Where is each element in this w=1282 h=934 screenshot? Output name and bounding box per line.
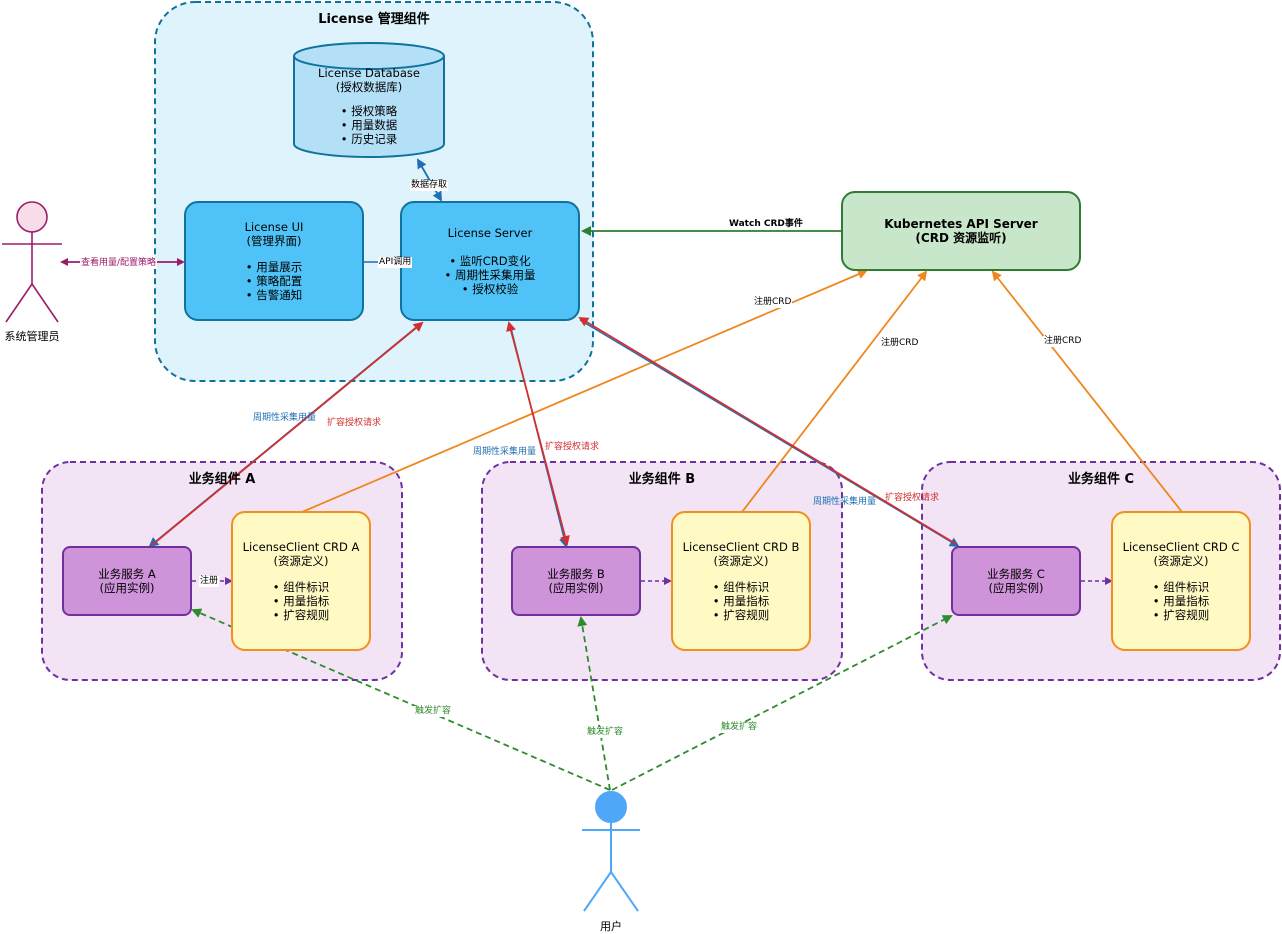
crd-c-item: 用量指标 xyxy=(1153,594,1209,608)
license-server-node[interactable]: License Server 监听CRD变化 周期性采集用量 授权校验 xyxy=(400,201,580,321)
k8s-subtitle: (CRD 资源监听) xyxy=(915,231,1007,245)
crd-c-node[interactable]: LicenseClient CRD C (资源定义) 组件标识 用量指标 扩容规… xyxy=(1111,511,1251,651)
edge-label-register-crd-a: 注册CRD xyxy=(753,297,793,308)
edge-label-trigger-b: 触发扩容 xyxy=(586,727,625,738)
service-b-subtitle: (应用实例) xyxy=(548,581,604,595)
edge-label-collect-a: 周期性采集用量 xyxy=(253,413,317,423)
edge-label-trigger-a: 触发扩容 xyxy=(414,706,453,717)
edge-register-crd-a xyxy=(301,269,868,513)
database-item: 历史记录 xyxy=(341,132,397,146)
edge-label-register-a: 注册 xyxy=(199,576,220,587)
crd-c-title: LicenseClient CRD C xyxy=(1122,540,1240,554)
group-a-title: 业务组件 A xyxy=(188,472,256,487)
edge-label-data-access: 数据存取 xyxy=(410,180,449,191)
server-item: 监听CRD变化 xyxy=(445,254,536,268)
ui-item: 告警通知 xyxy=(246,288,302,302)
crd-b-node[interactable]: LicenseClient CRD B (资源定义) 组件标识 用量指标 扩容规… xyxy=(671,511,811,651)
server-item: 授权校验 xyxy=(445,282,536,296)
edge-label-expand-b: 扩容授权请求 xyxy=(545,442,600,452)
database-title: License Database xyxy=(318,66,420,80)
license-ui-node[interactable]: License UI (管理界面) 用量展示 策略配置 告警通知 xyxy=(184,201,364,321)
group-c-title: 业务组件 C xyxy=(1067,472,1135,487)
license-database: License Database (授权数据库) 授权策略 用量数据 历史记录 xyxy=(294,66,444,160)
crd-c-subtitle: (资源定义) xyxy=(1153,554,1209,568)
service-b-node[interactable]: 业务服务 B (应用实例) xyxy=(511,546,641,616)
edge-label-admin-ui: 查看用量/配置策略 xyxy=(80,258,158,269)
service-c-title: 业务服务 C xyxy=(987,567,1045,581)
edge-label-expand-c: 扩容授权请求 xyxy=(885,493,940,503)
crd-b-subtitle: (资源定义) xyxy=(713,554,769,568)
crd-c-item: 扩容规则 xyxy=(1153,608,1209,622)
edge-expand-c xyxy=(578,316,957,545)
edge-label-collect-b: 周期性采集用量 xyxy=(473,447,537,457)
service-c-subtitle: (应用实例) xyxy=(988,581,1044,595)
edge-label-expand-a: 扩容授权请求 xyxy=(327,418,382,428)
edge-register-crd-c xyxy=(991,270,1183,513)
edge-label-register-crd-c: 注册CRD xyxy=(1043,336,1083,347)
edge-label-api-call: API调用 xyxy=(378,257,413,268)
crd-b-title: LicenseClient CRD B xyxy=(682,540,800,554)
admin-label: 系统管理员 xyxy=(4,330,60,343)
database-item: 授权策略 xyxy=(341,104,397,118)
crd-b-item: 扩容规则 xyxy=(713,608,769,622)
admin-actor-icon xyxy=(2,201,62,323)
database-subtitle: (授权数据库) xyxy=(335,80,403,94)
edge-label-trigger-c: 触发扩容 xyxy=(720,722,759,733)
crd-a-title: LicenseClient CRD A xyxy=(242,540,360,554)
service-b-title: 业务服务 B xyxy=(547,567,605,581)
ui-item: 用量展示 xyxy=(246,260,302,274)
service-a-subtitle: (应用实例) xyxy=(99,581,155,595)
group-b-title: 业务组件 B xyxy=(628,472,696,487)
database-item: 用量数据 xyxy=(341,118,397,132)
crd-a-subtitle: (资源定义) xyxy=(273,554,329,568)
ui-item: 策略配置 xyxy=(246,274,302,288)
service-a-node[interactable]: 业务服务 A (应用实例) xyxy=(62,546,192,616)
edge-label-collect-c: 周期性采集用量 xyxy=(813,497,877,507)
ui-subtitle: (管理界面) xyxy=(246,234,302,248)
edge-expand-b xyxy=(506,321,570,546)
crd-a-node[interactable]: LicenseClient CRD A (资源定义) 组件标识 用量指标 扩容规… xyxy=(231,511,371,651)
license-group-title: License 管理组件 xyxy=(318,12,430,27)
edge-expand-a xyxy=(151,321,424,546)
edge-trigger-c xyxy=(611,615,953,791)
edge-label-register-crd-b: 注册CRD xyxy=(880,338,920,349)
crd-a-item: 用量指标 xyxy=(273,594,329,608)
crd-b-item: 组件标识 xyxy=(713,580,769,594)
k8s-api-server-node[interactable]: Kubernetes API Server (CRD 资源监听) xyxy=(841,191,1081,271)
ui-title: License UI xyxy=(244,220,304,234)
edge-register-crd-b xyxy=(741,270,928,513)
crd-a-item: 组件标识 xyxy=(273,580,329,594)
service-c-node[interactable]: 业务服务 C (应用实例) xyxy=(951,546,1081,616)
user-actor-icon xyxy=(582,791,640,912)
edge-trigger-b xyxy=(577,616,611,791)
user-label: 用户 xyxy=(600,920,622,933)
service-a-title: 业务服务 A xyxy=(98,567,156,581)
k8s-title: Kubernetes API Server xyxy=(884,217,1038,231)
crd-b-item: 用量指标 xyxy=(713,594,769,608)
server-item: 周期性采集用量 xyxy=(445,268,536,282)
edge-label-watch-crd: Watch CRD事件 xyxy=(729,219,803,229)
server-title: License Server xyxy=(447,226,533,240)
edge-trigger-a xyxy=(191,608,611,791)
crd-a-item: 扩容规则 xyxy=(273,608,329,622)
crd-c-item: 组件标识 xyxy=(1153,580,1209,594)
